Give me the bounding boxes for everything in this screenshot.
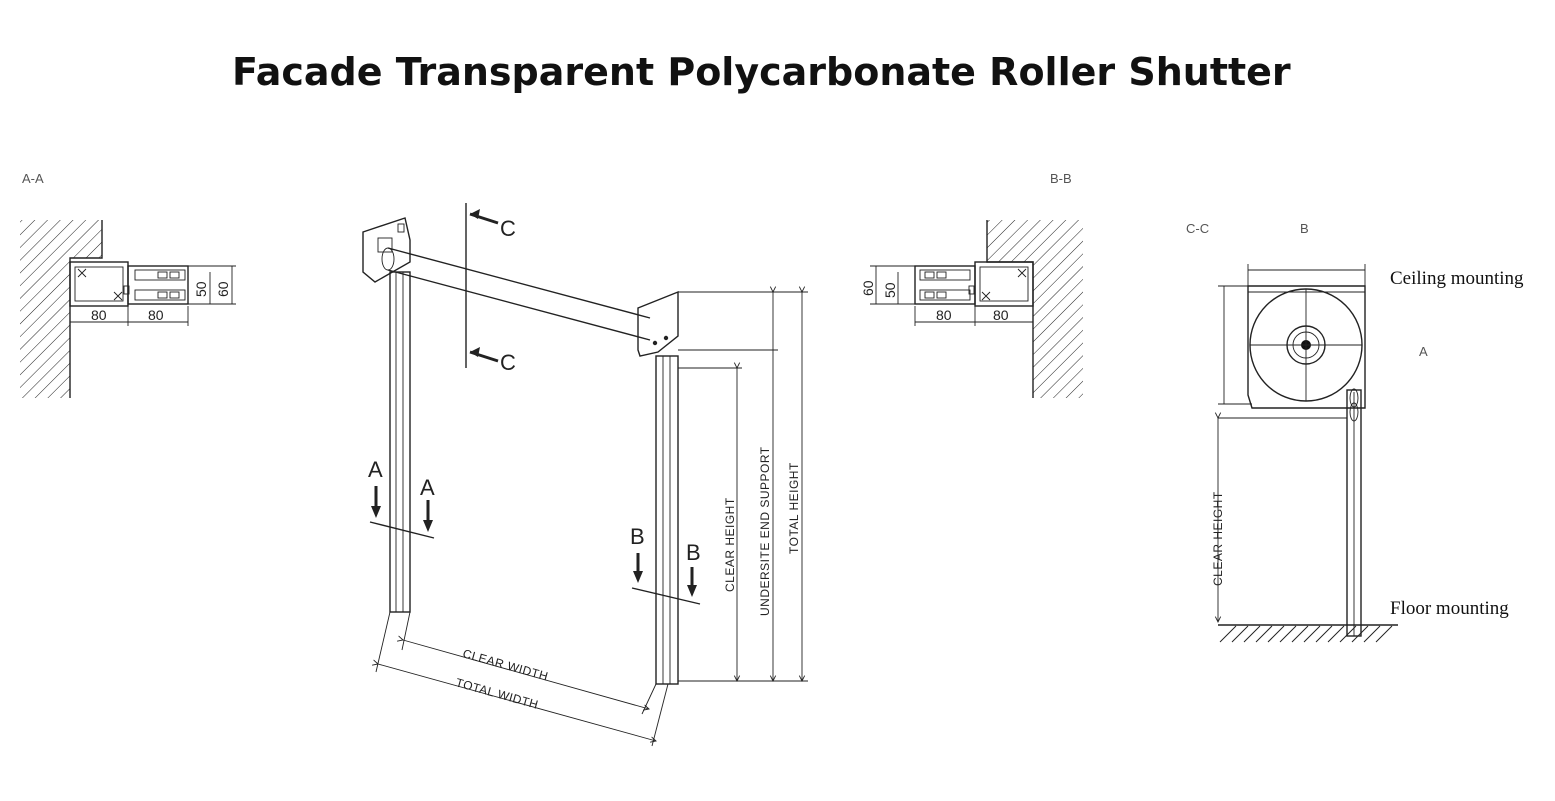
floor-mounting-label: Floor mounting [1390,598,1509,619]
wall-hatch [20,220,102,398]
section-bb: B-B 80 80 60 50 [860,171,1083,398]
cut-a-left-label: A [368,457,383,482]
cut-c-top-label: C [500,216,516,241]
clear-width-label: CLEAR WIDTH [461,646,550,683]
dim-bb-w2: 80 [993,307,1009,323]
wall-edge [69,220,103,398]
dim-aa-h2: 60 [215,281,231,297]
guide-rail-profile-bb [914,265,976,305]
dim-bb-h1: 50 [882,282,898,298]
section-aa-label: A-A [22,171,44,186]
dim-aa-w2: 80 [148,307,164,323]
total-width-label: TOTAL WIDTH [454,675,540,711]
roller-tube [387,247,651,319]
dim-bb-h2: 60 [860,280,876,296]
roller-housing [1247,285,1366,409]
right-guide-rail [655,355,679,685]
clear-height-label: CLEAR HEIGHT [723,497,737,592]
cut-b-right-label: B [686,540,701,565]
total-height-label: TOTAL HEIGHT [787,462,801,554]
dim-aa-h1: 50 [193,281,209,297]
section-aa: A-A 80 80 50 60 [20,171,236,398]
right-end-bracket [637,290,679,357]
underside-end-support-label: UNDERSITE END SUPPORT [758,446,772,616]
section-cc: C-C B A Ceiling mounting Floor mounting … [1186,221,1524,643]
ceiling-mounting-label: Ceiling mounting [1390,268,1524,289]
wall-hatch-bb [987,220,1083,398]
cut-a-right-label: A [420,475,435,500]
cut-b-left-label: B [630,524,645,549]
fixing-mark [77,268,87,278]
section-cc-a-label: A [1419,344,1428,359]
guide-rail-profile [127,265,189,305]
floor-hatch [1219,625,1393,643]
left-end-bracket [362,217,411,283]
cut-line-bb [631,587,701,605]
dim-aa-w1: 80 [91,307,107,323]
dim-bb-w1: 80 [936,307,952,323]
cut-c-bottom-label: C [500,350,516,375]
main-isometric-view: C C A A B B CLEAR WIDTH TOTAL WIDTH [362,203,808,747]
left-guide-rail [389,271,411,613]
page-title: Facade Transparent Polycarbonate Roller … [232,50,1291,94]
section-cc-label: C-C [1186,221,1209,236]
cc-clear-height-label: CLEAR HEIGHT [1211,491,1225,586]
frame-profile [69,261,129,307]
section-bb-label: B-B [1050,171,1072,186]
section-cc-b-label: B [1300,221,1309,236]
cut-line-aa [369,521,435,539]
total-width-dim [378,664,656,741]
